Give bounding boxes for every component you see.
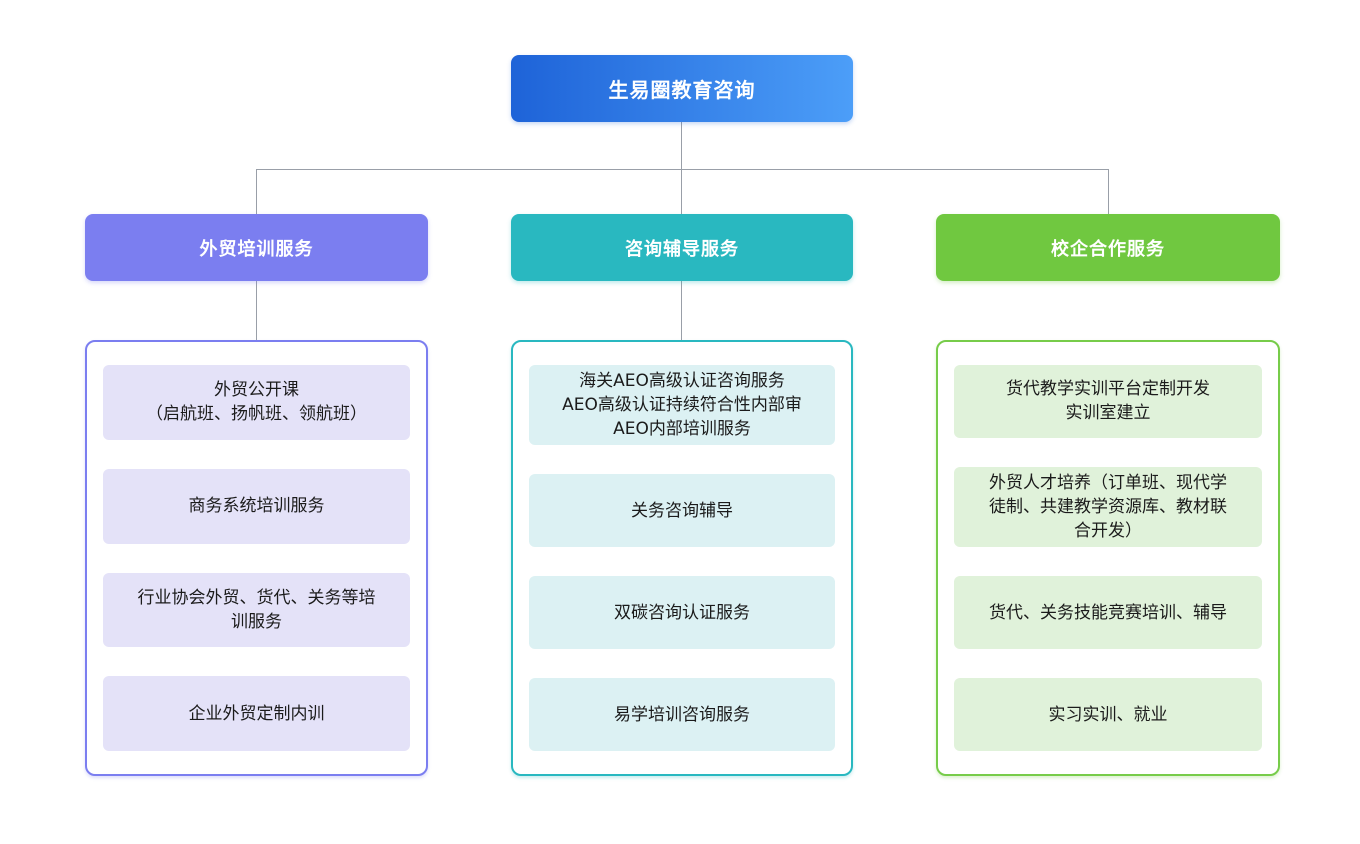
diagram-node: 行业协会外贸、货代、关务等培 训服务 [103, 572, 410, 648]
root-node-label: 生易圈教育咨询 [608, 78, 756, 102]
diagram-node: 双碳咨询认证服务 [529, 576, 835, 650]
branch-header-label: 外贸培训服务 [199, 238, 314, 260]
connector-branch1-drop [256, 169, 257, 215]
connector-branch1-to-group [256, 281, 257, 340]
diagram-node: 海关AEO高级认证咨询服务 AEO高级认证持续符合性内部审 AEO内部培训服务 [529, 365, 835, 446]
connector-branch3-drop [1108, 169, 1109, 215]
connector-root-vertical [681, 122, 682, 169]
branch-header-school-enterprise-cooperation: 校企合作服务 [936, 214, 1280, 281]
diagram-node: 外贸公开课 （启航班、扬帆班、领航班） [103, 365, 410, 440]
branch-header-label: 咨询辅导服务 [625, 238, 739, 260]
connector-branch2-to-group [681, 281, 682, 340]
branch-header-consulting-tutoring: 咨询辅导服务 [511, 214, 853, 281]
group-school-enterprise-cooperation: 货代教学实训平台定制开发 实训室建立 外贸人才培养（订单班、现代学 徒制、共建教… [936, 340, 1280, 776]
branch-header-label: 校企合作服务 [1051, 238, 1165, 260]
group-consulting-tutoring: 海关AEO高级认证咨询服务 AEO高级认证持续符合性内部审 AEO内部培训服务 … [511, 340, 853, 776]
diagram-node: 货代教学实训平台定制开发 实训室建立 [954, 365, 1262, 438]
diagram-node: 商务系统培训服务 [103, 468, 410, 544]
diagram-node: 外贸人才培养（订单班、现代学 徒制、共建教学资源库、教材联 合开发） [954, 466, 1262, 548]
diagram-node: 易学培训咨询服务 [529, 678, 835, 751]
diagram-node: 关务咨询辅导 [529, 474, 835, 548]
connector-branch2-drop [681, 169, 682, 215]
diagram-node: 实习实训、就业 [954, 678, 1262, 751]
root-node: 生易圈教育咨询 [511, 55, 853, 122]
group-foreign-trade-training: 外贸公开课 （启航班、扬帆班、领航班） 商务系统培训服务 行业协会外贸、货代、关… [85, 340, 428, 776]
branch-header-foreign-trade-training: 外贸培训服务 [85, 214, 428, 281]
diagram-node: 货代、关务技能竞赛培训、辅导 [954, 576, 1262, 650]
connector-horizontal-main [256, 169, 1109, 170]
diagram-node: 企业外贸定制内训 [103, 676, 410, 751]
